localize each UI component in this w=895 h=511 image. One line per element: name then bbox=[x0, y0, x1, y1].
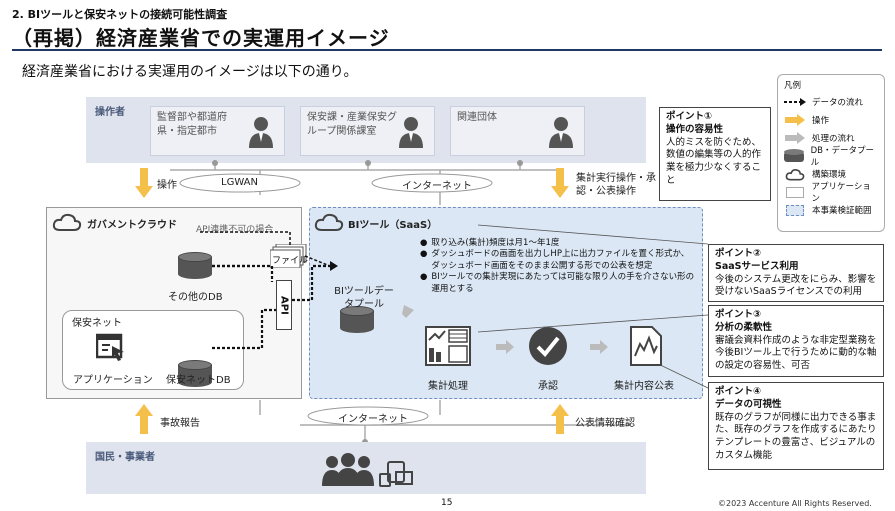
datapool-label: BIツールデータプール bbox=[334, 286, 394, 310]
legend-label-environment: 構築環境 bbox=[812, 170, 847, 180]
publish-check-arrow bbox=[551, 404, 569, 434]
point-1-body: 人的ミスを防ぐため、数値の編集等の人的作業を極力少なくすること bbox=[666, 136, 762, 187]
scope-swatch bbox=[786, 204, 804, 216]
orange-arrow-icon bbox=[785, 114, 805, 126]
title-underline bbox=[12, 49, 882, 51]
api-label: API bbox=[278, 295, 290, 315]
datapool-icon bbox=[340, 306, 374, 334]
legend-label-data-flow: データの流れ bbox=[812, 98, 864, 108]
bi-bullet-1: 取り込み(集計)頻度は月1～年1度 bbox=[431, 238, 560, 248]
copyright: ©2023 Accenture All Rights Reserved. bbox=[718, 499, 872, 508]
page-title: （再掲）経済産業省での実運用イメージ bbox=[12, 26, 390, 50]
hoan-db-label: 保安ネットDB bbox=[166, 375, 231, 386]
api-box: API bbox=[276, 280, 292, 330]
actor-organizations-label: 関連団体 bbox=[457, 112, 497, 123]
step-approve-label: 承認 bbox=[538, 381, 558, 392]
legend: 凡例 データの流れ 操作 処理の流れ DB・データプール 構築環境 アプリケーシ… bbox=[777, 74, 885, 232]
dashed-arrow-icon bbox=[784, 98, 806, 106]
point-4-title: データの可視性 bbox=[715, 398, 782, 410]
gray-arrow-icon bbox=[785, 132, 805, 144]
legend-label-process: 処理の流れ bbox=[812, 134, 855, 144]
hoan-net-label: 保安ネット bbox=[72, 318, 122, 329]
person-icon bbox=[249, 117, 273, 148]
point-1-head: ポイント① bbox=[666, 111, 713, 122]
other-db-icon bbox=[178, 252, 212, 280]
internet-top-label: インターネット bbox=[402, 181, 472, 192]
bi-bullet-3: BIツールでの集計実現にあたっては可能な限り人の手を介さない形の運用とする bbox=[431, 272, 695, 294]
dashboard-icon bbox=[425, 326, 471, 366]
point-4-body: 既存のグラフが同様に出力できる事また、既存のグラフを作成するにあたりテンプレート… bbox=[715, 411, 877, 462]
database-icon bbox=[784, 149, 805, 162]
point-2-title: SaaSサービス利用 bbox=[715, 260, 799, 272]
operate-label: 操作 bbox=[157, 180, 177, 191]
point-4-box: ポイント④ データの可視性 既存のグラフが同様に出力できる事また、既存のグラフを… bbox=[708, 382, 884, 470]
incident-report-arrow bbox=[135, 404, 153, 434]
process-arrow-icon bbox=[590, 340, 608, 354]
bi-bullet-2: ダッシュボードの画面を出力しHP上に出力ファイルを置く形式か、ダッシュボード画面… bbox=[431, 249, 690, 271]
legend-label-scope: 本事業検証範囲 bbox=[812, 206, 872, 216]
point-3-title: 分析の柔軟性 bbox=[715, 321, 773, 333]
tabulate-arrow bbox=[551, 168, 569, 198]
legend-item-data-flow: データの流れ bbox=[784, 93, 878, 111]
actor-section-label: 保安課・産業保安グループ関係課室 bbox=[307, 112, 397, 137]
hoan-net-area bbox=[62, 310, 244, 390]
legend-item-operation: 操作 bbox=[784, 111, 878, 129]
section-subtitle: 2. BIツールと保安ネットの接続可能性調査 bbox=[12, 8, 228, 21]
file-icon bbox=[270, 244, 307, 268]
point-1-title: 操作の容易性 bbox=[666, 123, 724, 135]
application-label: アプリケーション bbox=[73, 375, 153, 386]
operate-arrow bbox=[135, 168, 153, 198]
tabulate-label: 集計実行操作・承認・公表操作 bbox=[576, 173, 656, 197]
government-cloud-label: ガバメントクラウド bbox=[87, 220, 177, 231]
lgwan-label: LGWAN bbox=[221, 177, 258, 188]
legend-label-operation: 操作 bbox=[812, 116, 830, 126]
point-3-body: 審議会資料作成のような非定型業務を今後BIツール上で行うために動的な軸の設定の容… bbox=[715, 334, 877, 372]
point-3-head: ポイント③ bbox=[715, 309, 762, 320]
publish-check-label: 公表情報確認 bbox=[575, 418, 635, 429]
process-arrow-icon bbox=[496, 340, 514, 354]
hoan-db-icon bbox=[178, 360, 212, 388]
legend-item-environment: 構築環境 bbox=[784, 165, 878, 183]
page-number: 15 bbox=[441, 498, 453, 508]
intro-text: 経済産業省における実運用のイメージは以下の通り。 bbox=[22, 64, 358, 80]
legend-item-scope: 本事業検証範囲 bbox=[784, 201, 878, 219]
people-devices-icon bbox=[322, 453, 413, 487]
bi-tool-area bbox=[309, 207, 703, 399]
step-publish-label: 集計内容公表 bbox=[614, 381, 674, 392]
file-label: ファイル bbox=[272, 256, 309, 266]
cloud-icon bbox=[314, 213, 344, 231]
approve-check-icon bbox=[529, 327, 567, 365]
application-swatch bbox=[785, 186, 804, 198]
bi-bullets: ●取り込み(集計)頻度は月1～年1度 ●ダッシュボードの画面を出力しHP上に出力… bbox=[420, 238, 695, 294]
bi-tool-label: BIツール（SaaS） bbox=[348, 220, 438, 231]
actor-prefecture-label: 監督部や都道府県・指定都市 bbox=[157, 112, 227, 137]
point-2-head: ポイント② bbox=[715, 248, 762, 259]
other-db-label: その他のDB bbox=[168, 292, 223, 303]
point-4-head: ポイント④ bbox=[715, 386, 762, 397]
legend-item-application: アプリケーション bbox=[784, 182, 878, 204]
legend-title: 凡例 bbox=[784, 81, 802, 91]
cloud-icon bbox=[52, 213, 82, 231]
point-2-body: 今後のシステム更改をにらみ、影響を受けないSaaSライセンスでの利用 bbox=[715, 273, 877, 298]
internet-bottom-label: インターネット bbox=[338, 414, 408, 425]
person-icon bbox=[549, 117, 573, 148]
point-3-box: ポイント③ 分析の柔軟性 審議会資料作成のような非定型業務を今後BIツール上で行… bbox=[708, 305, 884, 377]
legend-label-application: アプリケーション bbox=[811, 182, 871, 204]
operators-label: 操作者 bbox=[95, 107, 125, 118]
legend-item-db: DB・データプール bbox=[784, 146, 878, 168]
citizens-label: 国民・事業者 bbox=[95, 452, 155, 463]
report-icon bbox=[630, 326, 662, 366]
person-icon bbox=[399, 117, 423, 148]
cloud-icon bbox=[785, 168, 805, 181]
incident-report-label: 事故報告 bbox=[160, 418, 200, 429]
step-tabulate-label: 集計処理 bbox=[428, 381, 468, 392]
point-1-box: ポイント① 操作の容易性 人的ミスを防ぐため、数値の編集等の人的作業を極力少なく… bbox=[659, 107, 771, 201]
api-note: API連携不可の場合 bbox=[196, 225, 274, 235]
application-icon bbox=[96, 333, 124, 361]
legend-label-db: DB・データプール bbox=[810, 146, 875, 168]
point-2-box: ポイント② SaaSサービス利用 今後のシステム更改をにらみ、影響を受けないSa… bbox=[708, 244, 884, 302]
legend-item-process: 処理の流れ bbox=[784, 129, 878, 147]
